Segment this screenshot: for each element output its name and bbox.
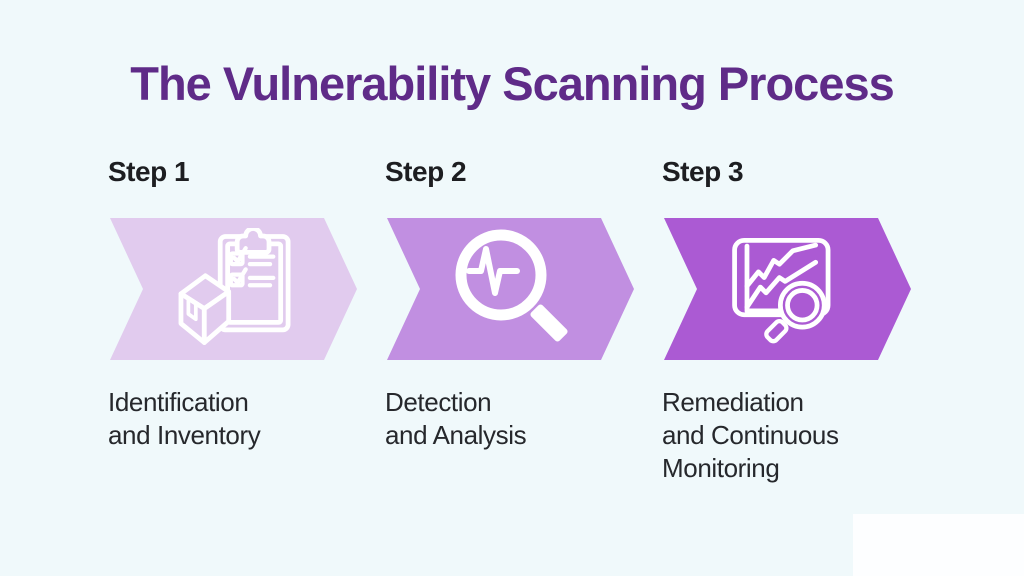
step-3-caption: Remediation and Continuous Monitoring bbox=[662, 387, 839, 483]
step-3-arrow bbox=[664, 218, 911, 360]
magnifier-pulse-icon bbox=[451, 229, 571, 349]
step-3: Step 3 Remediation and Continuous Monito… bbox=[662, 0, 922, 576]
step-1-header: Step 1 bbox=[108, 156, 190, 187]
step-1: Step 1 bbox=[108, 0, 368, 576]
step-2: Step 2 Detection and Analysis bbox=[385, 0, 645, 576]
step-1-arrow bbox=[110, 218, 357, 360]
clipboard-checklist-box-icon bbox=[175, 228, 293, 350]
chart-magnifier-icon bbox=[726, 227, 850, 351]
watermark-box bbox=[853, 514, 1024, 576]
page-title: The Vulnerability Scanning Process bbox=[130, 57, 895, 110]
step-2-header: Step 2 bbox=[385, 156, 467, 187]
step-2-caption: Detection and Analysis bbox=[385, 387, 527, 450]
step-3-header: Step 3 bbox=[662, 156, 744, 187]
step-1-caption: Identification and Inventory bbox=[108, 387, 261, 450]
step-2-arrow bbox=[387, 218, 634, 360]
